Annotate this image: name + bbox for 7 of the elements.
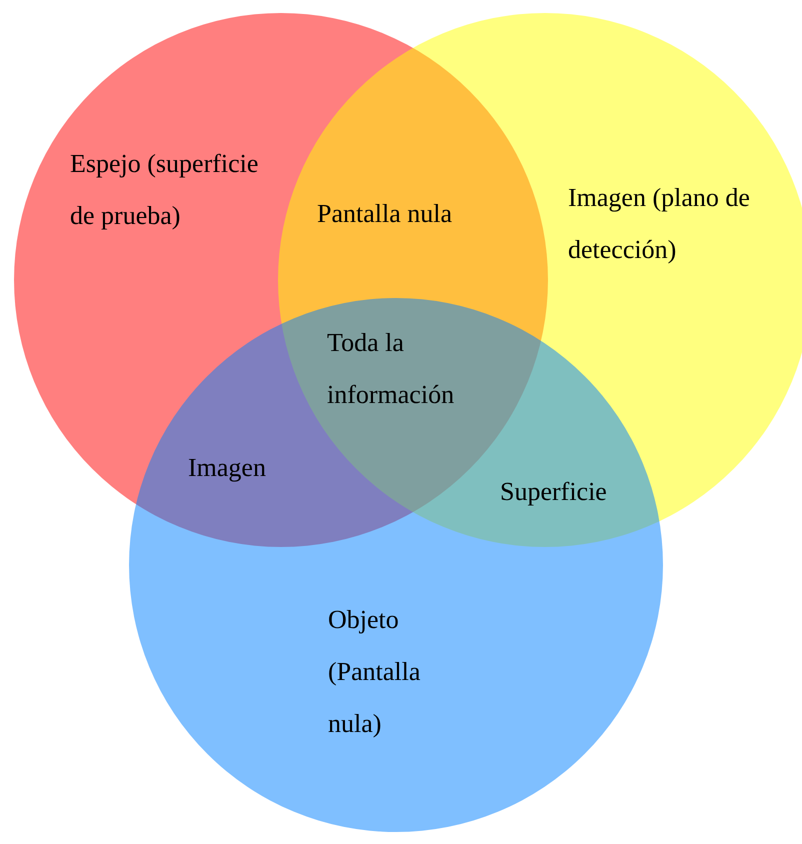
intersection-label: Toda la información: [327, 327, 456, 411]
intersection-label: Imagen: [188, 452, 267, 484]
set-label: Espejo (superficie de prueba): [70, 148, 260, 232]
set-label: Imagen (plano de detección): [568, 182, 751, 266]
intersection-label: Superficie: [500, 476, 608, 508]
intersection-label: Pantalla nula: [317, 198, 454, 230]
set-label: Objeto (Pantalla nula): [328, 604, 422, 740]
